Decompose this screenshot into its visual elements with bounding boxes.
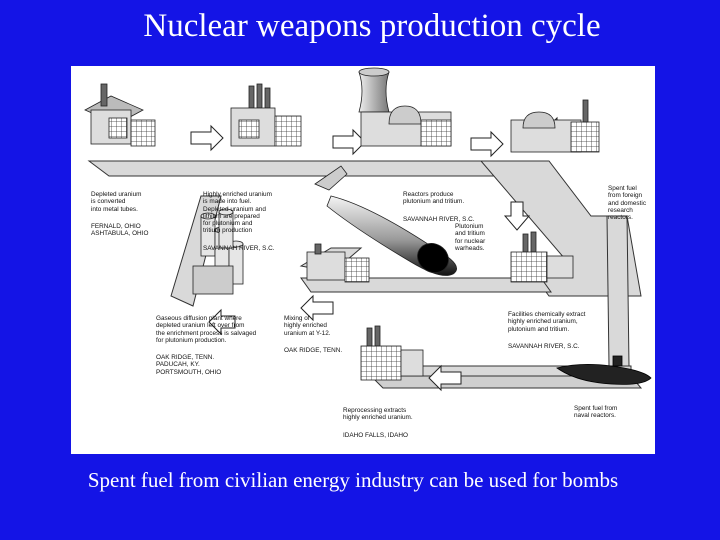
y12-plant [306, 243, 370, 283]
label-plutonium-tritium: Plutonium and tritium for nuclear warhea… [455, 216, 485, 259]
label-text: Depleted uranium is converted into metal… [91, 191, 142, 213]
research-reactor [510, 99, 600, 153]
slide-title: Nuclear weapons production cycle [143, 8, 601, 44]
label-text: Highly enriched uranium is made into fue… [203, 191, 272, 235]
fernald-plant [84, 83, 156, 147]
slide-caption: Spent fuel from civilian energy industry… [87, 468, 619, 492]
label-spent-fuel-foreign: Spent fuel from foreign and domestic res… [608, 178, 646, 228]
label-location: OAK RIDGE, TENN. [284, 347, 343, 355]
label-text: Mixing of highly enriched uranium at Y-1… [284, 315, 331, 337]
label-location: OAK RIDGE, TENN. PADUCAH, KY. PORTSMOUTH… [156, 354, 222, 376]
gaseous-diffusion-plant [192, 208, 244, 295]
label-depleted-uranium: Depleted uranium is converted into metal… [91, 184, 148, 245]
label-spent-fuel-naval: Spent fuel from naval reactors. [574, 398, 617, 427]
label-location: SAVANNAH RIVER, S.C. [403, 215, 475, 223]
label-location: IDAHO FALLS, IDAHO [343, 431, 408, 439]
label-gaseous-diffusion: Gaseous diffusion plant where depleted u… [156, 308, 256, 383]
label-mixing: Mixing of highly enriched uranium at Y-1… [284, 308, 342, 361]
label-location: SAVANNAH RIVER, S.C. [203, 244, 275, 252]
reprocessing-plant [360, 325, 424, 381]
label-text: Reactors produce plutonium and tritium. [403, 191, 465, 206]
label-reprocessing: Reprocessing extracts highly enriched ur… [343, 400, 413, 446]
extraction-facility [510, 231, 574, 283]
label-text: Reprocessing extracts highly enriched ur… [343, 407, 413, 422]
label-text: Spent fuel from naval reactors. [574, 405, 618, 420]
label-heu-fuel: Highly enriched uranium is made into fue… [203, 184, 275, 259]
heu-fuel-plant [230, 83, 302, 147]
label-location: FERNALD, OHIO ASHTABULA, OHIO [91, 223, 149, 238]
label-text: Facilities chemically extract highly enr… [508, 311, 586, 333]
label-text: Plutonium and tritium for nuclear warhea… [455, 223, 486, 252]
diagram-artwork [84, 67, 652, 392]
label-text: Gaseous diffusion plant where depleted u… [156, 315, 257, 344]
label-facilities: Facilities chemically extract highly enr… [508, 304, 585, 357]
label-reactors: Reactors produce plutonium and tritium. … [403, 184, 475, 230]
warhead-icon [314, 165, 457, 276]
production-cycle-diagram: Depleted uranium is converted into metal… [71, 66, 655, 454]
label-location: SAVANNAH RIVER, S.C. [508, 343, 580, 351]
label-text: Spent fuel from foreign and domestic res… [608, 185, 647, 222]
submarine-icon [556, 355, 652, 385]
reactor-site [358, 67, 452, 147]
